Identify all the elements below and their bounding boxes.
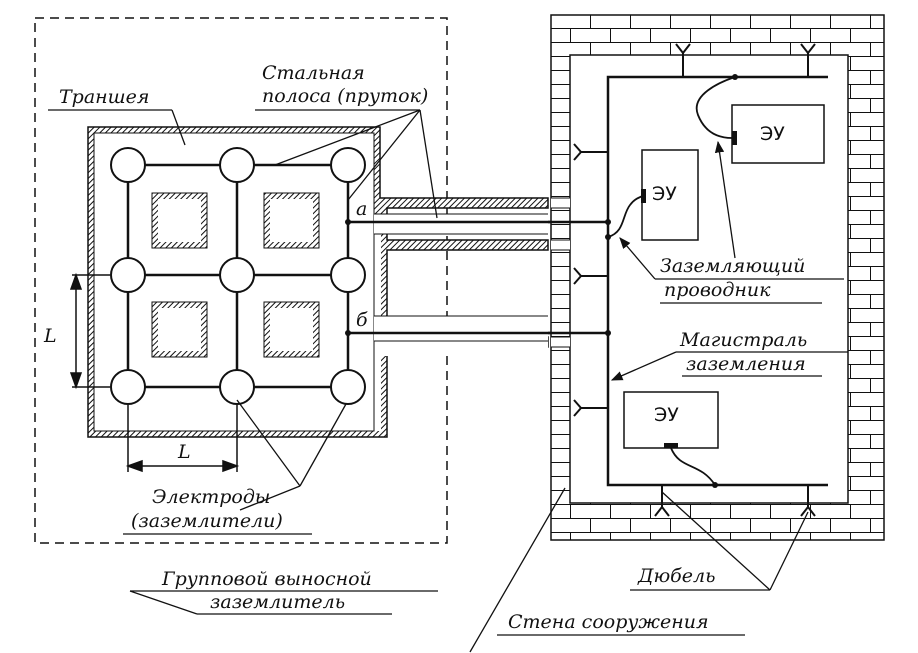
dowel-icon xyxy=(573,399,608,417)
electrode xyxy=(330,147,366,183)
dimension-horizontal xyxy=(125,405,240,473)
dowel-icon xyxy=(573,143,608,161)
equipment-label: ЭУ xyxy=(652,183,677,205)
dowel-icon xyxy=(800,43,816,77)
electrode xyxy=(110,369,146,405)
dowel-icon xyxy=(573,267,608,285)
label-point-b: б xyxy=(356,309,368,331)
junction-dot xyxy=(345,330,351,336)
label-grounding-main: Магистраль xyxy=(679,329,807,351)
group-earthing-boundary xyxy=(34,17,448,544)
terminal xyxy=(641,189,646,203)
label-dowel: Дюбель xyxy=(637,565,715,587)
grounding-conductors xyxy=(607,76,736,486)
electrode xyxy=(110,147,146,183)
equipment-unit-box xyxy=(731,104,825,164)
label-grounding-conductor: проводник xyxy=(664,279,771,301)
electrodes xyxy=(110,147,366,405)
electrode xyxy=(110,257,146,293)
terminal xyxy=(664,443,678,448)
label-trench: Траншея xyxy=(59,86,150,108)
label-building-wall: Стена сооружения xyxy=(508,611,709,633)
label-grounding-main: заземления xyxy=(686,353,806,375)
label-point-a: а xyxy=(356,198,367,220)
electrode xyxy=(219,147,255,183)
equipment-unit-box xyxy=(623,391,719,449)
label-electrodes: Электроды xyxy=(152,486,270,508)
equipment-label: ЭУ xyxy=(654,404,679,426)
dowel-icon xyxy=(654,485,670,517)
equipment-label: ЭУ xyxy=(760,123,785,145)
dimension-vertical xyxy=(69,272,110,390)
junction-dot xyxy=(605,330,611,336)
label-group-earthing: Групповой выносной xyxy=(161,568,372,590)
trench xyxy=(87,126,549,438)
leader-lines xyxy=(48,109,848,653)
label-dim-horizontal: L xyxy=(177,441,191,463)
terminal xyxy=(732,131,737,145)
soil-block xyxy=(158,308,201,351)
dowel-icon xyxy=(800,485,816,517)
building-wall xyxy=(550,14,885,541)
dowels xyxy=(573,43,816,517)
soil-block xyxy=(270,199,313,242)
label-grounding-conductor: Заземляющий xyxy=(660,255,805,277)
equipment-unit-box xyxy=(641,149,699,241)
electrode xyxy=(219,257,255,293)
label-steel-strip: Стальная xyxy=(262,62,365,84)
label-steel-strip: полоса (пруток) xyxy=(262,85,428,107)
soil-block xyxy=(158,199,201,242)
junction-dot xyxy=(605,219,611,225)
soil-block xyxy=(270,308,313,351)
label-group-earthing: заземлитель xyxy=(210,591,345,613)
electrode xyxy=(330,369,366,405)
label-electrodes: (заземлители) xyxy=(131,510,283,532)
electrode xyxy=(330,257,366,293)
electrode xyxy=(219,369,255,405)
dowel-icon xyxy=(675,43,691,77)
label-dim-vertical: L xyxy=(43,325,57,347)
junction-dot xyxy=(345,219,351,225)
